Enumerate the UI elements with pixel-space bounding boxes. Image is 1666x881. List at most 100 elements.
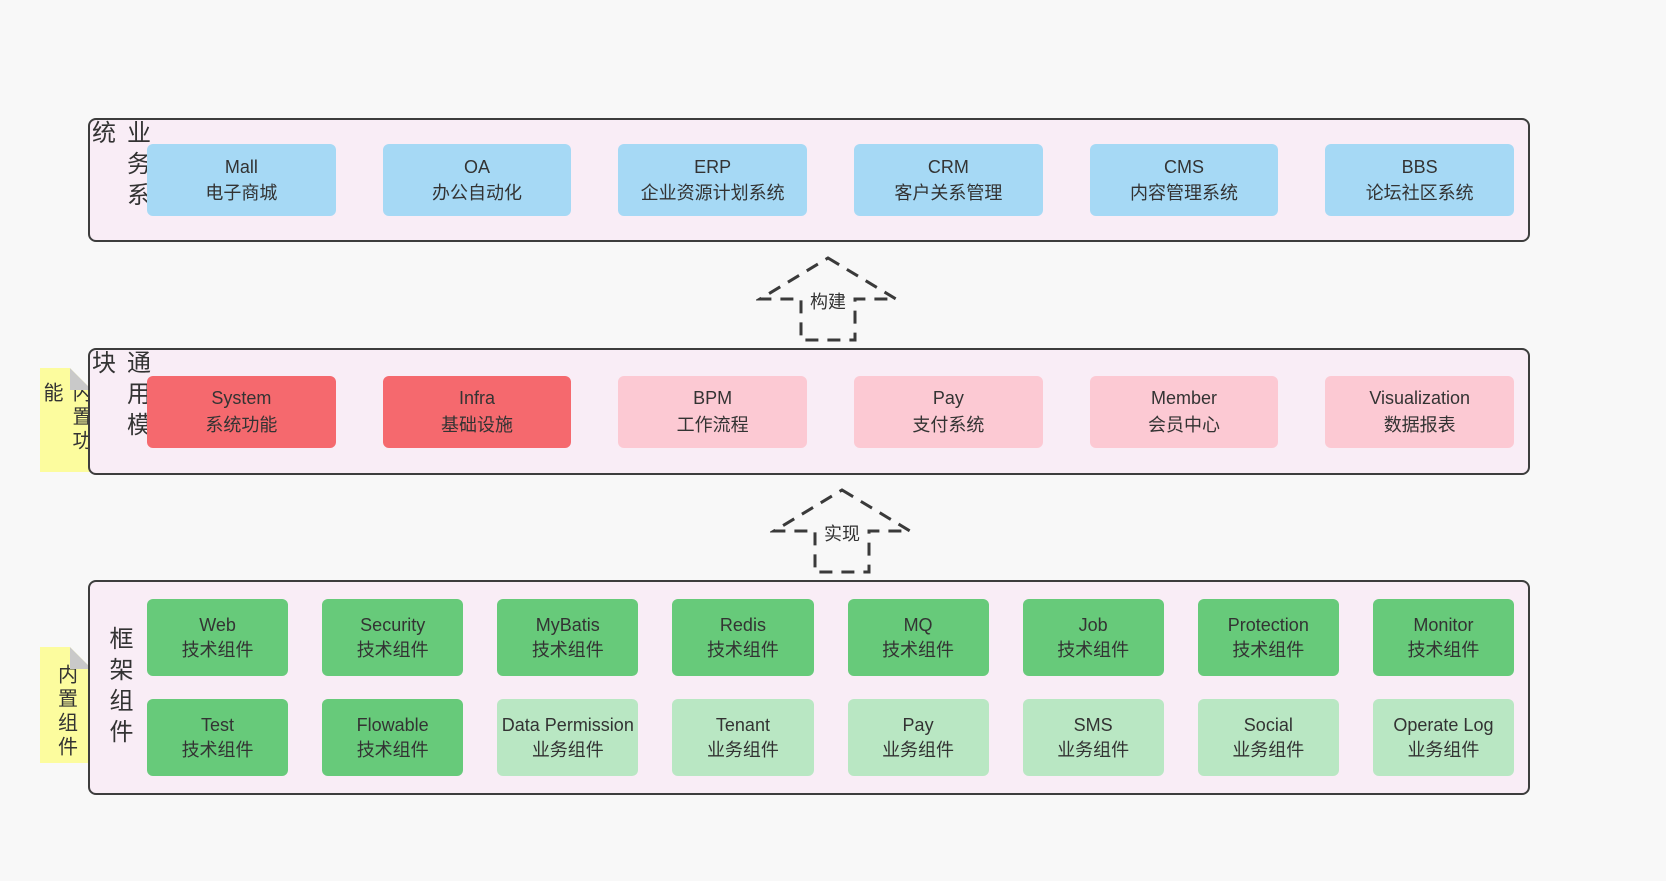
box-pay-component: Pay 业务组件: [847, 699, 989, 776]
box-title: Infra: [458, 388, 496, 409]
box-title: System: [211, 388, 272, 409]
box-title: CRM: [927, 156, 969, 177]
box-subtitle: 技术组件: [1057, 639, 1130, 660]
sticky-note-built-in-components: 内置组件: [40, 647, 92, 763]
box-title: Pay: [932, 388, 964, 409]
box-title: Redis: [719, 615, 766, 636]
box-title: Monitor: [1413, 615, 1474, 636]
box-subtitle: 技术组件: [356, 739, 429, 760]
common-modules-boxes: System 系统功能 Infra 基础设施 BPM 工作流程 Pay 支付系统…: [147, 350, 1528, 473]
box-pay-module: Pay 支付系统: [854, 375, 1043, 448]
box-title: Member: [1151, 388, 1218, 409]
box-subtitle: 数据报表: [1383, 414, 1456, 435]
box-subtitle: 技术组件: [531, 639, 604, 660]
box-subtitle: 技术组件: [181, 739, 254, 760]
box-data-permission: Data Permission 业务组件: [497, 699, 639, 776]
box-bpm: BPM 工作流程: [618, 375, 808, 448]
box-subtitle: 会员中心: [1148, 414, 1221, 435]
sticky-note-built-in-features: 内置功能: [40, 368, 92, 472]
framework-components-label: 框架组件: [105, 625, 132, 750]
box-subtitle: 内容管理系统: [1130, 183, 1239, 203]
components-row-2: Test 技术组件 Flowable 技术组件 Data Permission …: [147, 699, 1514, 776]
box-erp: ERP 企业资源计划系统: [618, 144, 808, 216]
box-title: SMS: [1073, 715, 1113, 736]
common-modules-label: 通用模块: [87, 350, 150, 443]
arrow-implement: 实现: [770, 487, 914, 575]
box-infra: Infra 基础设施: [382, 375, 572, 448]
box-title: Visualization: [1369, 388, 1471, 409]
box-title: Operate Log: [1393, 715, 1494, 736]
box-bbs: BBS 论坛社区系统: [1325, 144, 1515, 216]
sticky-note-label: 内置功能: [40, 382, 91, 454]
box-title: Data Permission: [501, 715, 634, 736]
dashed-up-arrow-icon: [770, 488, 914, 574]
box-title: OA: [464, 156, 491, 177]
box-mybatis: MyBatis 技术组件: [497, 599, 639, 676]
box-title: Job: [1078, 615, 1108, 636]
components-row-1: Web 技术组件 Security 技术组件 MyBatis 技术组件 Redi…: [147, 599, 1514, 676]
box-mq: MQ 技术组件: [847, 599, 989, 676]
box-title: Test: [201, 715, 235, 736]
business-systems-boxes: Mall 电子商城 OA 办公自动化 ERP 企业资源计划系统 CRM 客户关系…: [147, 120, 1528, 240]
box-title: Web: [199, 615, 236, 636]
box-mall: Mall 电子商城: [147, 144, 336, 216]
box-sms: SMS 业务组件: [1022, 699, 1164, 776]
box-web: Web 技术组件: [147, 599, 289, 676]
box-subtitle: 支付系统: [912, 414, 985, 435]
box-subtitle: 业务组件: [1057, 739, 1130, 760]
box-subtitle: 办公自动化: [432, 183, 522, 203]
box-subtitle: 基础设施: [441, 414, 513, 435]
arrow-build-label: 构建: [805, 286, 851, 316]
business-systems-layer: 业务系统 Mall 电子商城 OA 办公自动化 ERP 企业资源计划系统 CRM…: [88, 118, 1530, 242]
box-subtitle: 业务组件: [1232, 739, 1305, 760]
framework-components-layer: 框架组件 Web 技术组件 Security 技术组件 MyBatis 技术组件…: [88, 580, 1530, 795]
layer-label-wrap: 通用模块: [88, 350, 150, 473]
box-test: Test 技术组件: [147, 699, 289, 776]
box-subtitle: 技术组件: [356, 639, 429, 660]
box-subtitle: 企业资源计划系统: [640, 183, 785, 203]
layer-label-wrap: 框架组件: [90, 582, 147, 793]
common-modules-layer: 通用模块 System 系统功能 Infra 基础设施 BPM 工作流程 Pay…: [88, 348, 1530, 475]
box-operate-log: Operate Log 业务组件: [1372, 699, 1514, 776]
box-subtitle: 技术组件: [1232, 639, 1305, 660]
business-systems-label: 业务系统: [87, 120, 150, 213]
box-subtitle: 技术组件: [706, 639, 779, 660]
dashed-up-arrow-icon: [756, 256, 900, 342]
box-title: Tenant: [715, 715, 770, 736]
box-subtitle: 业务组件: [531, 739, 604, 760]
box-subtitle: 客户关系管理: [894, 183, 1003, 203]
box-flowable: Flowable 技术组件: [322, 699, 464, 776]
box-member: Member 会员中心: [1089, 375, 1279, 448]
box-oa: OA 办公自动化: [382, 144, 572, 216]
box-title: Mall: [224, 156, 258, 177]
box-title: BPM: [693, 388, 733, 409]
arrow-implement-label: 实现: [819, 518, 865, 548]
box-subtitle: 论坛社区系统: [1365, 183, 1474, 203]
box-subtitle: 业务组件: [706, 739, 779, 760]
box-title: Flowable: [356, 715, 429, 736]
framework-components-boxes: Web 技术组件 Security 技术组件 MyBatis 技术组件 Redi…: [147, 582, 1528, 793]
box-title: Protection: [1227, 615, 1309, 636]
box-title: CMS: [1164, 156, 1205, 177]
box-title: Pay: [902, 715, 934, 736]
box-tenant: Tenant 业务组件: [672, 699, 814, 776]
box-social: Social 业务组件: [1197, 699, 1339, 776]
box-monitor: Monitor 技术组件: [1372, 599, 1514, 676]
box-system: System 系统功能: [147, 375, 336, 448]
box-cms: CMS 内容管理系统: [1089, 144, 1279, 216]
box-subtitle: 业务组件: [882, 739, 955, 760]
layer-label-wrap: 业务系统: [88, 120, 150, 240]
box-subtitle: 电子商城: [205, 183, 278, 203]
box-crm: CRM 客户关系管理: [854, 144, 1043, 216]
box-protection: Protection 技术组件: [1197, 599, 1339, 676]
box-title: Security: [360, 615, 426, 636]
box-title: Social: [1243, 715, 1293, 736]
box-subtitle: 技术组件: [181, 639, 254, 660]
box-job: Job 技术组件: [1022, 599, 1164, 676]
box-subtitle: 工作流程: [676, 414, 749, 435]
box-subtitle: 系统功能: [205, 414, 278, 435]
box-title: MyBatis: [535, 615, 600, 636]
arrow-build: 构建: [756, 255, 900, 343]
box-title: BBS: [1401, 156, 1438, 177]
box-security: Security 技术组件: [322, 599, 464, 676]
